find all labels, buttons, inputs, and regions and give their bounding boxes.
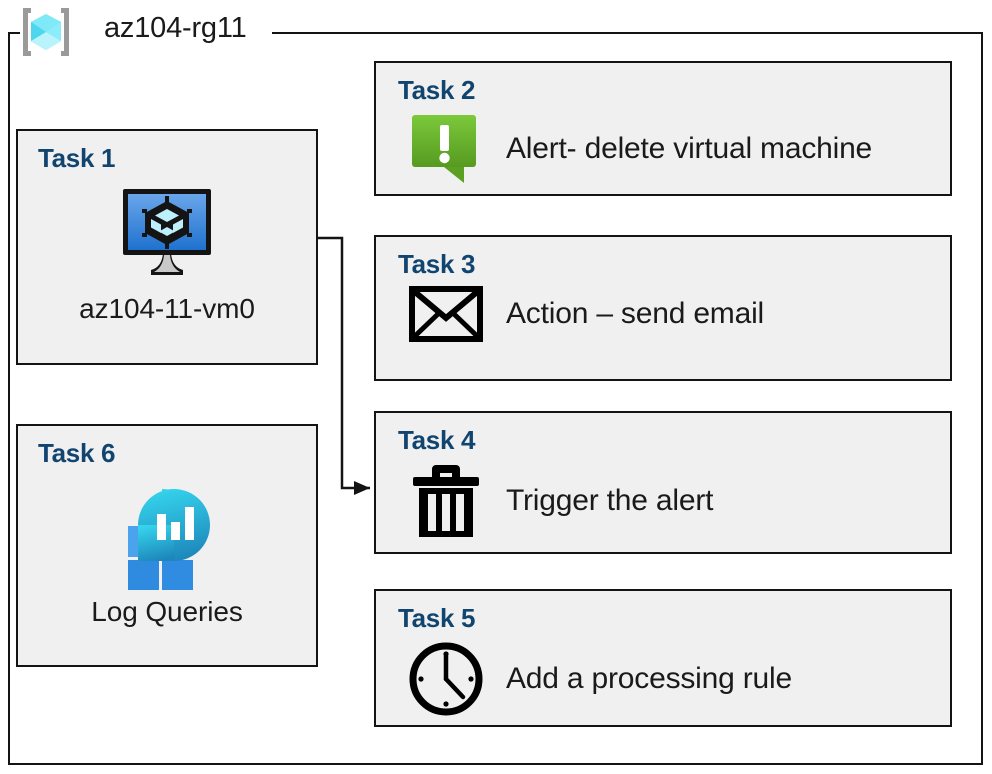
card-task5-label: Add a processing rule [506,662,792,695]
log-analytics-icon [18,482,316,590]
card-task6-label: Log Queries [91,596,243,627]
card-task3[interactable]: Task 3 Action – send email [374,235,952,381]
card-task2-title: Task 2 [398,75,476,105]
card-task3-label: Action – send email [506,297,765,330]
envelope-icon [398,285,494,343]
container-border-top-right [272,32,983,34]
clock-icon [398,639,494,719]
card-task1-label: az104-11-vm0 [79,293,255,324]
card-task6[interactable]: Task 6 Log Queries [16,424,318,667]
container-border-left [8,32,10,765]
card-task1-title: Task 1 [38,143,116,173]
resource-group-name: az104-rg11 [104,12,247,44]
virtual-machine-icon [18,187,316,279]
card-task1[interactable]: Task 1 [16,129,318,365]
trash-can-icon [398,461,494,541]
alert-callout-icon [398,111,494,187]
card-task2-label: Alert- delete virtual machine [506,132,873,165]
resource-group-cube-icon [18,4,74,60]
card-task5-title: Task 5 [398,603,476,633]
card-task4-label: Trigger the alert [506,484,714,517]
resource-group-container: az104-rg11 [8,8,983,765]
card-task2[interactable]: Task 2 Alert- delete virtual machine [374,61,952,196]
card-task4-title: Task 4 [398,425,476,455]
card-task4[interactable]: Task 4 Trigger the alert [374,411,952,554]
container-border-bottom [8,763,983,765]
container-border-top-left-stub [8,32,20,34]
card-task6-title: Task 6 [38,438,116,468]
card-task5[interactable]: Task 5 Add a processing rule [374,589,952,727]
container-border-right [981,32,983,765]
card-task3-title: Task 3 [398,249,476,279]
